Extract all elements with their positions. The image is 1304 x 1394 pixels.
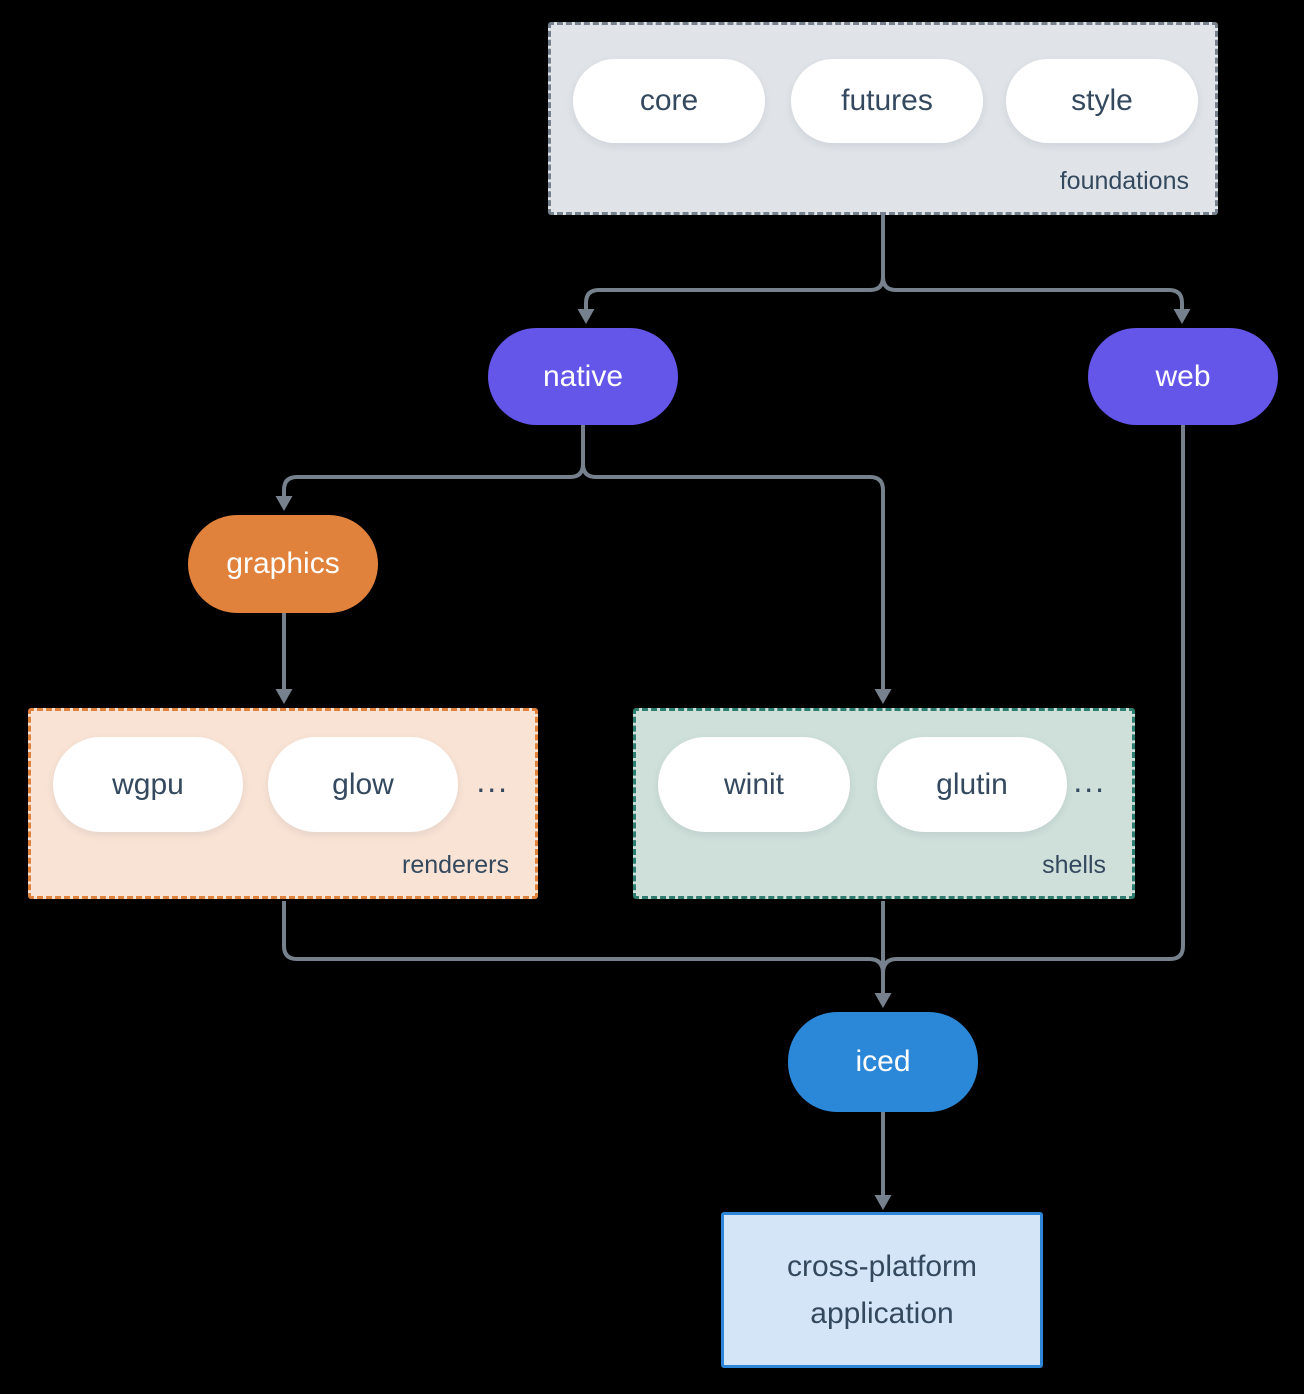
shells-ellipsis: ... (1073, 763, 1106, 799)
group-foundations: core futures style foundations (548, 22, 1218, 215)
arrowhead (1173, 309, 1191, 324)
arrowhead (275, 689, 293, 704)
node-native: native (488, 328, 678, 425)
pill-glutin-label: glutin (936, 767, 1008, 801)
node-web-label: web (1155, 359, 1211, 393)
pill-futures-label: futures (841, 84, 933, 117)
pill-core-label: core (639, 84, 699, 117)
foundations-group-label: foundations (1059, 167, 1189, 195)
arrowhead (874, 993, 892, 1008)
pill-core: core (573, 59, 765, 143)
node-application: cross-platform application (721, 1212, 1043, 1368)
edge-renderers-merge (282, 901, 885, 974)
node-graphics-label: graphics (226, 547, 340, 580)
pill-futures: futures (791, 59, 983, 143)
node-web: web (1088, 328, 1278, 425)
renderers-group-label: renderers (402, 851, 509, 879)
pill-wgpu: wgpu (53, 737, 243, 832)
pill-winit-label: winit (723, 767, 784, 801)
application-label-line2: application (810, 1297, 954, 1330)
edge-native-shells (581, 463, 885, 690)
pill-style-label: style (1071, 84, 1133, 117)
arrowhead (874, 689, 892, 704)
node-iced: iced (788, 1012, 978, 1112)
shells-group-label: shells (1042, 851, 1106, 879)
node-graphics: graphics (188, 515, 378, 613)
pill-style: style (1006, 59, 1198, 143)
pill-glow-label: glow (332, 767, 394, 801)
arrowhead (275, 496, 293, 511)
arrowhead (577, 309, 595, 324)
group-renderers: wgpu glow ... renderers (28, 708, 538, 899)
node-native-label: native (542, 359, 624, 393)
arrowhead (874, 1195, 892, 1210)
pill-winit: winit (658, 737, 850, 832)
renderers-ellipsis: ... (476, 763, 509, 799)
pill-glutin: glutin (877, 737, 1067, 832)
edge-foundations-native (584, 215, 885, 310)
application-label-line1: cross-platform (786, 1250, 978, 1283)
pill-wgpu-label: wgpu (112, 767, 184, 801)
edge-foundations-web (881, 276, 1184, 310)
pill-glow: glow (268, 737, 458, 832)
edge-native-graphics (282, 425, 585, 497)
group-shells: winit glutin ... shells (633, 708, 1135, 899)
node-iced-label: iced (855, 1045, 911, 1078)
